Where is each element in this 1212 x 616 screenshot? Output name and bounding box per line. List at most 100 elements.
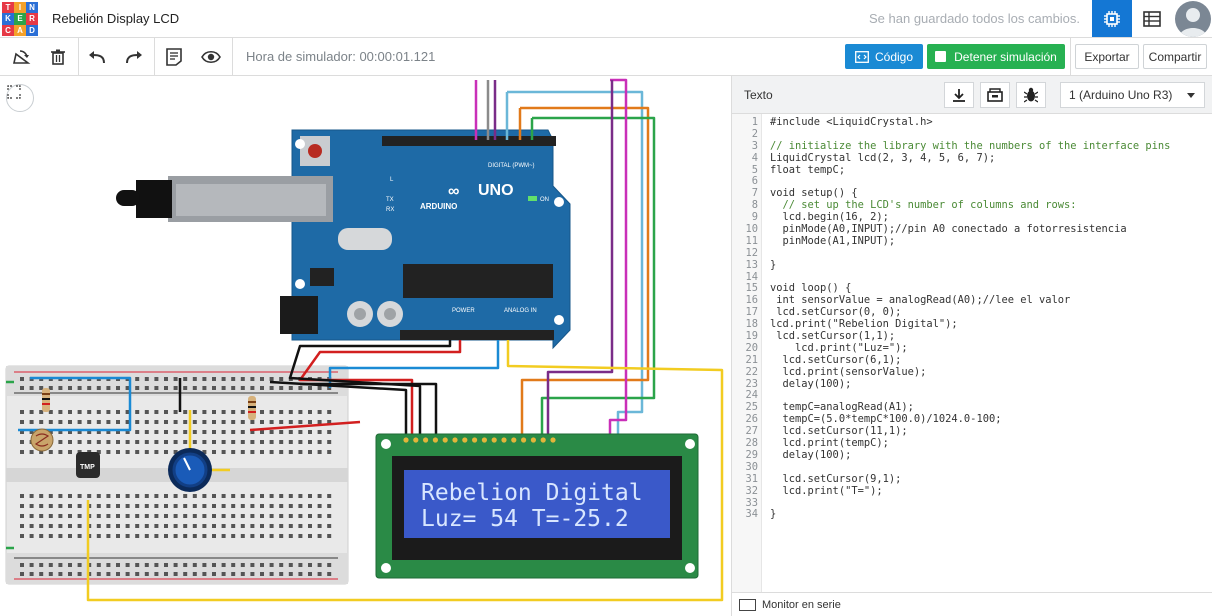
circuit-view-button[interactable] bbox=[1092, 0, 1132, 37]
breadboard-hole bbox=[164, 534, 168, 538]
code-line[interactable]: 30 bbox=[732, 461, 1212, 474]
temperature-sensor[interactable]: TMP bbox=[76, 452, 100, 478]
code-line[interactable]: 6 bbox=[732, 176, 1212, 188]
code-line[interactable]: 23 delay(100); bbox=[732, 378, 1212, 391]
code-line[interactable]: 1#include <LiquidCrystal.h> bbox=[732, 116, 1212, 129]
code-line[interactable]: 19 lcd.setCursor(1,1); bbox=[732, 330, 1212, 343]
breadboard-hole bbox=[106, 534, 111, 538]
breadboard-hole bbox=[116, 524, 120, 528]
breadboard-hole bbox=[288, 494, 293, 498]
code-line[interactable]: 26 tempC=(5.0*tempC*100.0)/1024.0-100; bbox=[732, 413, 1212, 426]
code-line[interactable]: 21 lcd.setCursor(6,1); bbox=[732, 354, 1212, 367]
code-line[interactable]: 33 bbox=[732, 497, 1212, 510]
breadboard-hole bbox=[144, 377, 149, 381]
breadboard-hole bbox=[116, 410, 120, 414]
undo-button[interactable] bbox=[85, 45, 109, 69]
code-line[interactable]: 12 bbox=[732, 247, 1212, 260]
circuit-canvas[interactable]: ∞ ARDUINO UNO DIGITAL (PWM~) ANALOG IN P… bbox=[0, 76, 730, 616]
breadboard-hole bbox=[173, 563, 178, 567]
line-number: 1 bbox=[751, 116, 758, 128]
code-line[interactable]: 13} bbox=[732, 259, 1212, 272]
code-line[interactable]: 22 lcd.print(sensorValue); bbox=[732, 365, 1212, 379]
breadboard-hole bbox=[106, 514, 111, 518]
breadboard-hole bbox=[192, 440, 197, 444]
potentiometer[interactable] bbox=[168, 448, 212, 492]
share-button[interactable]: Compartir bbox=[1143, 44, 1207, 69]
breadboard-hole bbox=[231, 534, 236, 538]
code-line[interactable]: 2 bbox=[732, 127, 1212, 141]
breadboard-hole bbox=[308, 514, 312, 518]
resistor[interactable] bbox=[42, 388, 50, 412]
photoresistor[interactable] bbox=[30, 428, 54, 452]
logo-letter: D bbox=[26, 24, 38, 36]
rotate-button[interactable] bbox=[9, 45, 33, 69]
breadboard-hole bbox=[154, 572, 159, 576]
line-number: 22 bbox=[745, 365, 758, 378]
note-icon bbox=[166, 48, 182, 66]
logo-letter: I bbox=[14, 2, 26, 14]
code-line[interactable]: 14 bbox=[732, 271, 1212, 284]
redo-button[interactable] bbox=[122, 45, 146, 69]
code-text: lcd.setCursor(11,1); bbox=[770, 425, 908, 438]
code-line[interactable]: 32 lcd.print("T="); bbox=[732, 485, 1212, 498]
breadboard-hole bbox=[125, 494, 130, 498]
breadboard-hole bbox=[106, 430, 111, 434]
code-line[interactable]: 34} bbox=[732, 508, 1212, 521]
code-line[interactable]: 8 // set up the LCD's number of columns … bbox=[732, 199, 1212, 212]
breadboard-hole bbox=[231, 440, 236, 444]
design-title[interactable]: Rebelión Display LCD bbox=[52, 11, 180, 26]
breadboard-hole bbox=[39, 524, 44, 528]
line-number: 2 bbox=[751, 127, 758, 140]
code-line[interactable]: 3// initialize the library with the numb… bbox=[732, 140, 1212, 153]
user-avatar[interactable] bbox=[1175, 1, 1211, 37]
export-button[interactable]: Exportar bbox=[1075, 44, 1139, 69]
breadboard-hole bbox=[279, 514, 284, 518]
component-list-button[interactable] bbox=[1133, 0, 1171, 37]
breadboard-hole bbox=[154, 386, 159, 390]
breadboard-hole bbox=[288, 563, 293, 567]
delete-button[interactable] bbox=[46, 45, 70, 69]
lcd-module[interactable]: Rebelion Digital Luz= 54 T=-25.2 bbox=[375, 433, 699, 579]
code-line[interactable]: 11 pinMode(A1,INPUT); bbox=[732, 235, 1212, 248]
download-button[interactable] bbox=[944, 82, 974, 108]
view-notes-button[interactable] bbox=[199, 45, 223, 69]
arduino-uno[interactable]: ∞ ARDUINO UNO DIGITAL (PWM~) ANALOG IN P… bbox=[116, 129, 571, 350]
code-line[interactable]: 25 tempC=analogRead(A1); bbox=[732, 401, 1212, 414]
code-line[interactable]: 31 lcd.setCursor(9,1); bbox=[732, 473, 1212, 486]
resistor[interactable] bbox=[248, 396, 256, 420]
stop-simulation-button[interactable]: Detener simulación bbox=[927, 44, 1065, 69]
breadboard-hole bbox=[202, 440, 207, 444]
code-line[interactable]: 16 int sensorValue = analogRead(A0);//le… bbox=[732, 294, 1212, 307]
breadboard-hole bbox=[269, 440, 274, 444]
debugger-button[interactable] bbox=[1016, 82, 1046, 108]
fit-view-button[interactable] bbox=[6, 84, 34, 112]
code-line[interactable]: 10 pinMode(A0,INPUT);//pin A0 conectado … bbox=[732, 223, 1212, 236]
lcd-pin bbox=[413, 437, 419, 443]
code-line[interactable]: 28 lcd.print(tempC); bbox=[732, 437, 1212, 450]
breadboard-hole bbox=[135, 450, 140, 454]
code-mode-label[interactable]: Texto bbox=[744, 88, 773, 102]
breadboard-hole bbox=[202, 524, 207, 528]
libraries-button[interactable] bbox=[980, 82, 1010, 108]
code-button[interactable]: Código bbox=[845, 44, 923, 69]
code-line[interactable]: 20 lcd.print("Luz="); bbox=[732, 342, 1212, 355]
breadboard-hole bbox=[288, 572, 293, 576]
wires[interactable] bbox=[6, 78, 724, 602]
code-line[interactable]: 9 lcd.begin(16, 2); bbox=[732, 211, 1212, 224]
device-select[interactable]: 1 (Arduino Uno R3) bbox=[1060, 82, 1205, 108]
serial-monitor-bar[interactable]: Monitor en serie bbox=[732, 592, 1212, 616]
code-line[interactable]: 17 lcd.setCursor(0, 0); bbox=[732, 306, 1212, 319]
breadboard-hole bbox=[68, 514, 72, 518]
code-line[interactable]: 27 lcd.setCursor(11,1); bbox=[732, 425, 1212, 438]
code-line[interactable]: 29 delay(100); bbox=[732, 449, 1212, 462]
notes-button[interactable] bbox=[162, 45, 186, 69]
code-line[interactable]: 24 bbox=[732, 390, 1212, 402]
breadboard-hole bbox=[192, 420, 197, 424]
